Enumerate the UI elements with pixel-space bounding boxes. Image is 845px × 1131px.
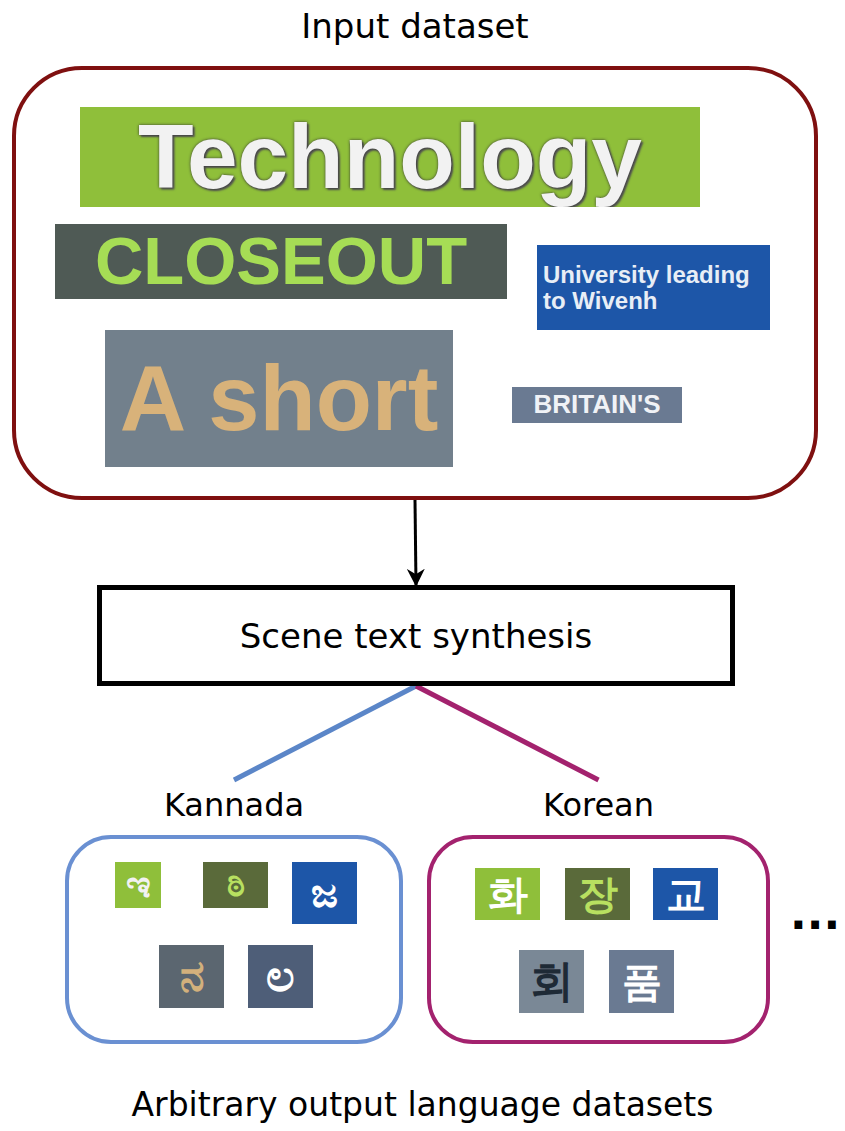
image-text: ಲ <box>266 953 295 999</box>
glyph-image: ಲ <box>248 945 313 1008</box>
glyph-image: 회 <box>519 950 584 1013</box>
image-text: 장 <box>578 873 618 915</box>
sample-image: Technology <box>80 107 700 207</box>
image-text: CLOSEOUT <box>95 226 467 296</box>
image-text: A short <box>120 350 439 447</box>
image-text: 화 <box>488 873 528 915</box>
glyph-image: ಠಿ <box>203 862 268 908</box>
dataset-group: Input datasetTechnologyCLOSEOUT Universit… <box>12 0 818 500</box>
glyph-image: ನ <box>159 945 224 1008</box>
glyph-image: 화 <box>475 868 540 920</box>
ellipsis: ... <box>790 888 842 941</box>
group-heading: Korean <box>427 780 770 824</box>
image-text: BRITAIN'S <box>533 391 660 418</box>
image-text: ನ <box>180 953 204 999</box>
image-text: ಇ <box>126 865 151 905</box>
image-text: ಜ <box>311 872 338 914</box>
image-text: 회 <box>530 958 574 1004</box>
sample-image: BRITAIN'S <box>512 387 682 423</box>
connector <box>416 686 599 780</box>
image-text: 교 <box>666 873 706 915</box>
image-text: ಠಿ <box>227 867 245 903</box>
sample-image: University leading to Wivenh <box>537 245 770 330</box>
sample-image: CLOSEOUT <box>55 224 507 299</box>
sample-image: A short <box>105 330 453 467</box>
language-group: Kannada ಇ ಠಿ ಜ ನ ಲ <box>65 780 403 1044</box>
group-heading: Input dataset <box>12 0 818 47</box>
process-box: Scene text synthesis <box>97 585 735 686</box>
connector <box>415 500 416 585</box>
glyph-image: 품 <box>609 950 674 1013</box>
glyph-image: ಜ <box>292 862 357 924</box>
glyph-image: ಇ <box>115 862 161 908</box>
box-text: Scene text synthesis <box>240 616 592 656</box>
image-text: 품 <box>622 961 662 1003</box>
group-heading: Kannada <box>65 780 403 824</box>
group-outline <box>427 835 770 1044</box>
image-text: Technology <box>138 109 642 205</box>
glyph-image: 교 <box>653 868 718 920</box>
connector <box>234 686 416 780</box>
image-text: University leading to Wivenh <box>543 262 764 312</box>
caption-text: Arbitrary output language datasets <box>20 1085 825 1125</box>
glyph-image: 장 <box>565 868 630 920</box>
language-group: Korean 화 장 교회 품 <box>427 780 770 1044</box>
